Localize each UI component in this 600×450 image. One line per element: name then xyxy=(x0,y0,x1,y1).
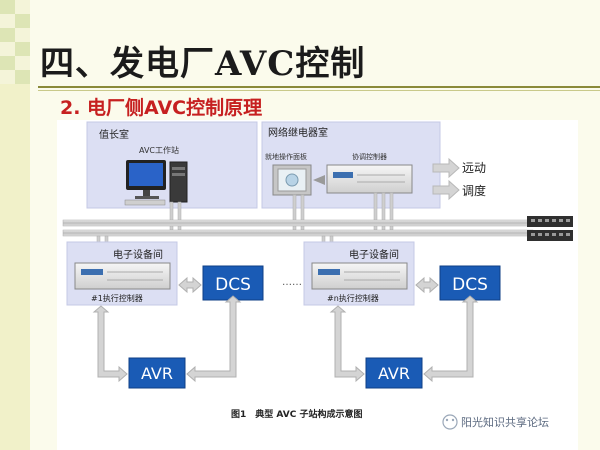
executor-n-device-icon xyxy=(311,262,408,290)
monitor-icon xyxy=(124,160,166,206)
diagram-svg: 值长室 AVC工作站 网络继电器室 就地操作面板 协调控制器 远动 调度 xyxy=(62,121,573,430)
network-bus-top xyxy=(62,219,534,227)
network-switch-icon xyxy=(527,216,573,241)
watermark-logo-icon xyxy=(442,414,458,430)
dcs-2-label: DCS xyxy=(452,275,488,295)
sidebar-decoration xyxy=(0,0,30,450)
duty-room-label: 值长室 xyxy=(99,128,129,141)
relay-room-label: 网络继电器室 xyxy=(268,126,328,139)
slide-subtitle: 2. 电厂侧AVC控制原理 xyxy=(60,97,263,119)
watermark-text: 阳光知识共享论坛 xyxy=(461,415,549,429)
dcs-1-label: DCS xyxy=(215,275,251,295)
remote-control-label: 远动 xyxy=(462,161,486,175)
dcs-1-avr-arrow xyxy=(186,295,242,383)
slide-title: 四、发电厂AVC控制 xyxy=(40,44,366,84)
title-divider-thin xyxy=(38,90,600,91)
executor-1-avr-arrow xyxy=(92,305,128,383)
avc-diagram: 值长室 AVC工作站 网络继电器室 就地操作面板 协调控制器 远动 调度 xyxy=(57,120,578,450)
avr-1-box xyxy=(128,357,186,389)
avr-1-label: AVR xyxy=(141,364,173,383)
executor-1-label: #1执行控制器 xyxy=(91,293,143,303)
remote-arrow xyxy=(432,157,460,179)
dcs-2-box xyxy=(439,265,501,301)
executor-n-label: #n执行控制器 xyxy=(327,293,379,303)
avr-2-label: AVR xyxy=(378,364,410,383)
electronic-room-2-label: 电子设备间 xyxy=(349,248,399,261)
coordinator-device-icon xyxy=(326,164,413,194)
executor-n-dcs-arrow xyxy=(415,276,439,294)
local-panel-icon xyxy=(272,164,312,196)
checker-pattern xyxy=(0,0,30,85)
pc-tower-icon xyxy=(169,161,188,203)
executor-1-device-icon xyxy=(74,262,171,290)
avr-2-box xyxy=(365,357,423,389)
electronic-room-1-label: 电子设备间 xyxy=(113,248,163,261)
network-bus-bottom xyxy=(62,229,534,237)
figure-caption: 图1 典型 AVC 子站构成示意图 xyxy=(231,408,362,420)
executor-n-avr-arrow xyxy=(329,305,365,383)
executor-1-dcs-arrow xyxy=(178,276,202,294)
ellipsis-label: …… xyxy=(282,277,302,288)
top-bus-links xyxy=(169,192,394,231)
dcs-2-avr-arrow xyxy=(423,295,479,383)
coordinator-label: 协调控制器 xyxy=(352,152,387,161)
workstation-label: AVC工作站 xyxy=(139,145,179,155)
title-divider xyxy=(38,86,600,88)
dcs-1-box xyxy=(202,265,264,301)
dispatch-arrow xyxy=(432,179,460,201)
dispatch-label: 调度 xyxy=(462,183,486,198)
panel-link-arrow xyxy=(313,175,325,185)
local-panel-label: 就地操作面板 xyxy=(265,152,307,161)
